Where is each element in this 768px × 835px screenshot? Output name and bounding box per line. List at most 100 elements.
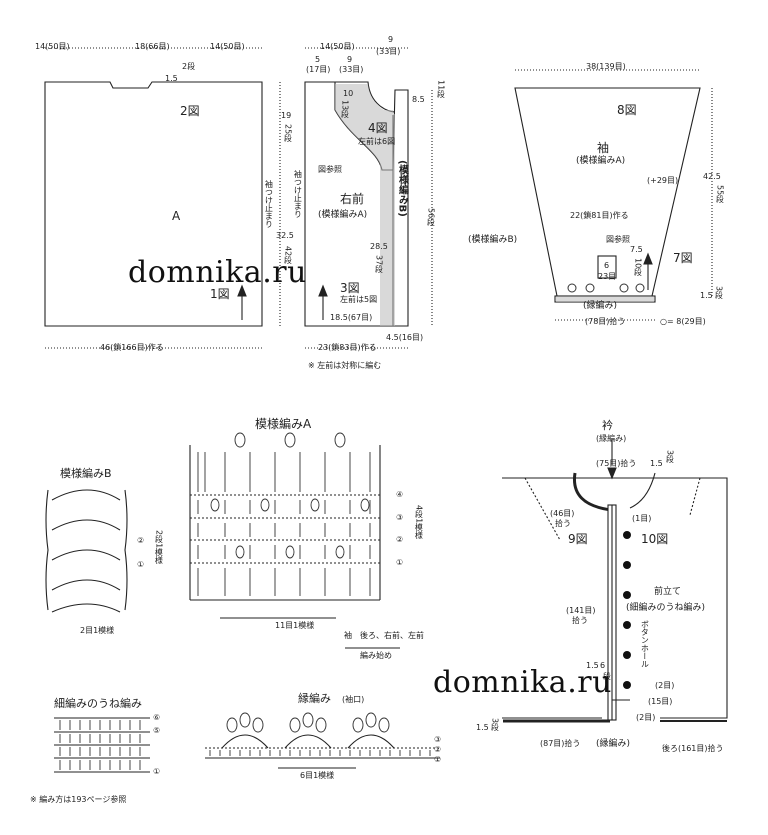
chart-a-r2: ② xyxy=(396,535,404,544)
chart-a-r3: ③ xyxy=(396,513,404,522)
sleeve-chain: 22(鎖81目)作る xyxy=(570,211,629,220)
buttonhole-dots xyxy=(623,531,631,689)
collar-n141: (141目) xyxy=(566,606,596,615)
front-h8: 8.5 xyxy=(412,95,425,104)
chart-a-marks xyxy=(197,432,371,596)
front-c-rows: 13段 xyxy=(340,100,350,119)
collar-l6b: 段 xyxy=(602,672,612,680)
sleeve-edge-rows: 3段 xyxy=(714,286,724,300)
rib-r1: ① xyxy=(153,767,161,776)
front-left-note: 左前は6図 xyxy=(358,137,396,146)
collar-fig9: 9図 xyxy=(568,532,588,546)
front-pattern: (模様編みA) xyxy=(318,210,368,220)
back-dim-left: 14(50目) xyxy=(35,42,70,51)
rib-note: ※ 編み方は193ページ参照 xyxy=(30,795,127,804)
collar-bl15: 1.5 xyxy=(476,723,489,732)
collar-n46: (46目) xyxy=(550,509,575,518)
sleeve-edge-h: 1.5 xyxy=(700,291,713,300)
front-b: 9 xyxy=(347,55,353,64)
edge-sub: (袖口) xyxy=(342,695,365,704)
collar-fig10: 10図 xyxy=(641,532,669,546)
collar-subtitle: (縁編み) xyxy=(596,434,627,443)
sleeve-n6: 6 xyxy=(604,261,610,270)
collar-bl3: 3段 xyxy=(490,718,500,732)
cardigan-outline xyxy=(502,477,728,719)
front-top-dim: 14(50目) xyxy=(320,42,355,51)
front-h56: 56段 xyxy=(426,208,436,227)
front-top2-sts: (33目) xyxy=(376,47,401,56)
chart-b-repeat: 2目1模様 xyxy=(80,626,115,635)
sleeve-pattern: (模様編みA) xyxy=(576,156,626,166)
sleeve-top: 38(139目) xyxy=(586,62,626,71)
watermark-top: domnika.ru xyxy=(128,255,307,290)
rib-title: 細編みのうね編み xyxy=(54,697,142,710)
collar-front-title: 前立て xyxy=(654,587,682,597)
collar-l6: 6 xyxy=(600,661,606,670)
sleeve-buttons xyxy=(567,283,645,293)
chart-a-r1: ① xyxy=(396,558,404,567)
edge-marks xyxy=(209,712,431,756)
front-a-sts: (17目) xyxy=(306,65,331,74)
chart-b-rows: 2段1模様 xyxy=(154,530,164,565)
back-bottom-dim: 46(鎖166目)作る xyxy=(100,343,164,352)
collar-n15: (15目) xyxy=(648,697,673,706)
chart-a-notes: 袖 後ろ、右前、左前 xyxy=(344,631,424,640)
sleeve-inc: (+29目) xyxy=(647,176,679,185)
back-fig1-label: 1図 xyxy=(210,287,230,301)
sleeve-edge: (縁編み) xyxy=(583,301,618,311)
collar-n46b: 拾う xyxy=(555,519,571,528)
front-title: 右前 xyxy=(340,192,365,206)
back-panel-outline xyxy=(44,81,263,327)
chart-b-r2: ② xyxy=(137,536,145,545)
back-h2-rows: 42段 xyxy=(283,246,293,265)
front-fig3: 3図 xyxy=(340,281,360,295)
front-d: 28.5 xyxy=(370,242,388,251)
sleeve-n10: 10段 xyxy=(633,258,643,277)
collar-front-sub: (細編みのうね編み) xyxy=(626,603,706,613)
back-figure-label: 2図 xyxy=(180,104,200,118)
sleeve-h-rows: 55段 xyxy=(715,185,725,204)
edge-r2: ② xyxy=(434,745,442,754)
front-f: 4.5(16目) xyxy=(386,333,424,342)
watermark-bottom: domnika.ru xyxy=(433,665,612,700)
rib-r5: ⑤ xyxy=(153,726,161,735)
collar-t15: 1.5 xyxy=(650,459,663,468)
back-h1-rows: 25段 xyxy=(283,124,293,143)
edge-chart-lines xyxy=(205,734,440,769)
back-h1: 19 xyxy=(281,111,292,120)
back-armhole-note-2: 袖つけ止まり xyxy=(293,170,303,218)
collar-bh: ボタンホール xyxy=(640,620,650,668)
collar-back161: 後ろ(161目)拾う xyxy=(662,744,724,753)
collar-l15: 1.5 xyxy=(586,661,599,670)
sleeve-see: 図参照 xyxy=(606,235,630,244)
back-armhole-note: 袖つけ止まり xyxy=(264,180,274,228)
collar-n141b: 拾う xyxy=(572,616,588,625)
sleeve-n23: 23目 xyxy=(598,272,617,281)
sleeve-n75: 7.5 xyxy=(630,245,643,254)
sleeve-pattern-b: (模様編みB) xyxy=(468,235,518,245)
front-note: ※ 左前は対称に編む xyxy=(308,361,382,370)
chart-a-title: 模様編みA xyxy=(255,417,312,431)
front-see: 図参照 xyxy=(318,165,342,174)
rib-r6: ⑥ xyxy=(153,713,161,722)
front-fig4: 4図 xyxy=(368,121,388,135)
chart-a-start: 編み始め xyxy=(360,651,392,660)
collar-one: (1目) xyxy=(632,514,652,523)
back-dim-mid: 18(66目) xyxy=(135,42,170,51)
chart-a-grid xyxy=(189,445,400,649)
chart-a-rows: 4段1模様 xyxy=(414,505,424,540)
collar-title: 衿 xyxy=(602,419,613,432)
sleeve-fig7: 7図 xyxy=(673,251,693,265)
chart-b-r1: ① xyxy=(137,560,145,569)
front-band: (模様編みB) xyxy=(396,160,408,217)
sleeve-title: 袖 xyxy=(597,141,610,155)
back-neck: 1.5 xyxy=(165,74,178,83)
front-b-sts: (33目) xyxy=(339,65,364,74)
edge-r1: ① xyxy=(434,755,442,764)
front-left-note2: 左前は5図 xyxy=(340,295,378,304)
collar-bh2: (2目) xyxy=(655,681,675,690)
front-d-rows: 37段 xyxy=(374,255,384,274)
collar-t3: 3段 xyxy=(665,450,675,464)
